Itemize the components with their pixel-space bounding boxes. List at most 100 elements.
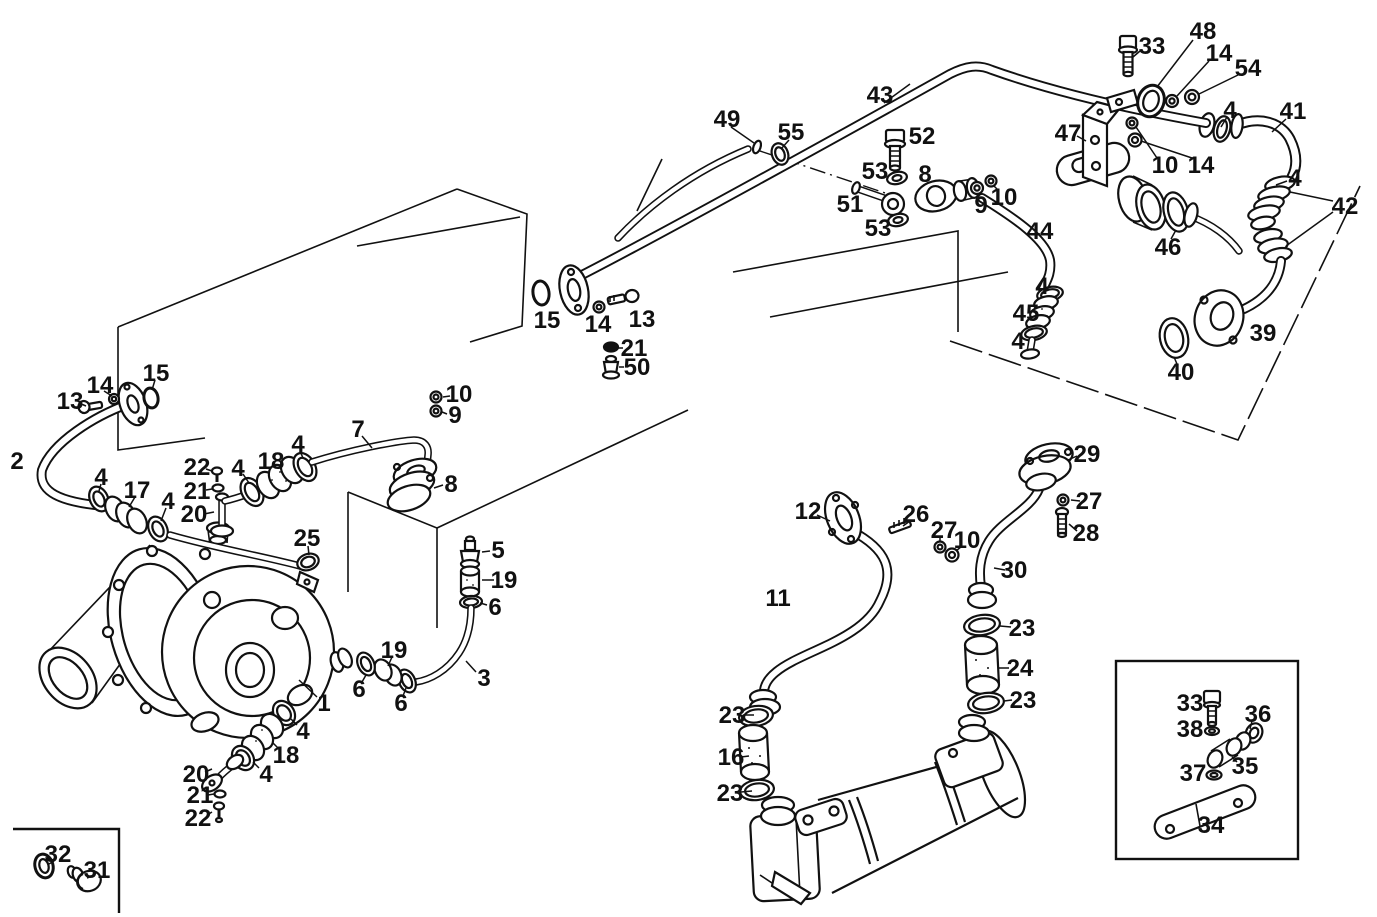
callout-leader-line: [205, 468, 213, 472]
breather-tube-fitting-25: [166, 531, 320, 594]
callout-leader-line: [361, 435, 373, 449]
bracket-kit-34: [1153, 689, 1264, 840]
part-callout-6-56: 6: [352, 676, 365, 703]
part-callout-26-68: 26: [903, 501, 930, 528]
part-callout-28-73: 28: [1073, 520, 1100, 547]
part-callout-16-80: 16: [718, 744, 745, 771]
part-callout-19-55: 19: [381, 637, 408, 664]
callout-leader-line: [1067, 455, 1078, 461]
part-callout-10-47: 10: [446, 381, 473, 408]
callout-leader-line: [128, 496, 136, 508]
callout-leader-line: [1140, 140, 1193, 159]
part-callout-30-74: 30: [1001, 557, 1028, 584]
callout-leader-line: [780, 139, 790, 150]
callout-leader-line: [86, 875, 93, 879]
part-callout-23-81: 23: [717, 780, 744, 807]
part-callout-44-14: 44: [1027, 218, 1054, 245]
callout-leader-line: [1170, 229, 1177, 240]
callout-leader-line: [160, 507, 167, 522]
part-callout-33-82: 33: [1177, 690, 1204, 717]
part-callout-40-13: 40: [1168, 359, 1195, 386]
part-callout-4-15: 4: [1035, 273, 1049, 300]
part-callout-47-6: 47: [1055, 120, 1082, 147]
callout-leader-line: [1156, 39, 1194, 88]
part-callout-31-66: 31: [84, 857, 111, 884]
callout-leader-line: [1076, 135, 1087, 142]
callout-leader-line: [205, 488, 213, 491]
pipe-43-assembly: [558, 34, 1211, 316]
callout-leader-line: [103, 390, 113, 397]
fitting-5-hose-3-assembly: [337, 535, 484, 694]
callout-leader-line: [1220, 116, 1228, 128]
callout-leader-line: [1068, 523, 1078, 532]
callout-leader-line: [1271, 118, 1287, 133]
part-callout-50-32: 50: [624, 354, 651, 381]
part-callout-8-20: 8: [918, 161, 931, 188]
part-callout-52-21: 52: [909, 123, 936, 150]
plug-kit-31-32: [33, 852, 102, 893]
part-callout-27-69: 27: [931, 517, 958, 544]
callout-leader-line: [816, 514, 831, 522]
bottom-right-box: [1114, 659, 1300, 861]
part-callout-18-60: 18: [273, 742, 300, 769]
part-callout-18-44: 18: [258, 448, 285, 475]
hose-49-assembly: [614, 139, 790, 242]
part-callout-3-54: 3: [477, 665, 490, 692]
callout-leader-line: [272, 742, 280, 750]
part-callout-53-24: 53: [865, 215, 892, 242]
pipe-7-flange-8-assembly: [308, 390, 443, 513]
callout-leader-line: [1003, 699, 1013, 702]
bottom-left-box: [13, 827, 121, 913]
part-callout-9-48: 9: [448, 402, 461, 429]
part-callout-11-75: 11: [765, 585, 790, 612]
part-callout-15-28: 15: [534, 307, 561, 334]
part-callout-34-87: 34: [1198, 812, 1225, 839]
part-callout-10-70: 10: [954, 527, 981, 554]
callout-leader-line: [98, 483, 102, 492]
part-callout-38-83: 38: [1177, 716, 1204, 743]
callout-leader-line: [1289, 191, 1334, 202]
part-callout-9-18: 9: [974, 192, 987, 219]
callout-leader-line: [1249, 720, 1253, 730]
part-callout-36-84: 36: [1245, 701, 1272, 728]
callout-leader-line: [740, 790, 753, 793]
part-callout-23-78: 23: [1010, 687, 1037, 714]
callout-leader-line: [999, 625, 1012, 628]
elbow-20-top-assembly: [209, 451, 318, 538]
callout-leader-line: [402, 687, 407, 697]
part-callout-46-11: 46: [1155, 234, 1182, 261]
callout-leader-line: [206, 811, 213, 816]
callout-leader-line: [48, 860, 55, 865]
callout-leader-line: [203, 511, 215, 515]
part-callout-12-67: 12: [795, 498, 822, 525]
part-callout-1-58: 1: [317, 690, 330, 717]
part-callout-8-49: 8: [444, 471, 457, 498]
part-callout-22-64: 22: [185, 805, 212, 832]
part-callout-17-38: 17: [124, 477, 151, 504]
part-callout-37-86: 37: [1180, 760, 1207, 787]
callout-leader-line: [992, 184, 1000, 192]
part-callout-19-52: 19: [491, 567, 518, 594]
part-callout-21-31: 21: [621, 335, 648, 362]
callout-leader-line: [481, 550, 491, 553]
sleeve-columns: [737, 613, 1005, 802]
part-callout-20-42: 20: [181, 501, 208, 528]
part-callout-51-23: 51: [837, 191, 864, 218]
callout-leader-line: [1132, 50, 1141, 58]
callout-leader-line: [252, 761, 260, 769]
part-callout-41-5: 41: [1280, 98, 1307, 125]
callout-leader-line: [299, 450, 304, 459]
part-callout-4-9: 4: [1288, 165, 1302, 192]
part-callout-32-65: 32: [45, 841, 72, 868]
part-callout-48-1: 48: [1190, 18, 1217, 45]
callout-leader-line: [1176, 60, 1210, 97]
callout-leader-line: [730, 126, 755, 144]
part-callout-13-30: 13: [629, 306, 656, 333]
part-callout-21-41: 21: [184, 478, 211, 505]
center-flange-fasteners: [531, 279, 640, 380]
callout-leader-line: [433, 484, 444, 489]
exhaust-pipe-30-assembly: [966, 442, 1074, 610]
callout-leader-line: [993, 567, 1006, 571]
